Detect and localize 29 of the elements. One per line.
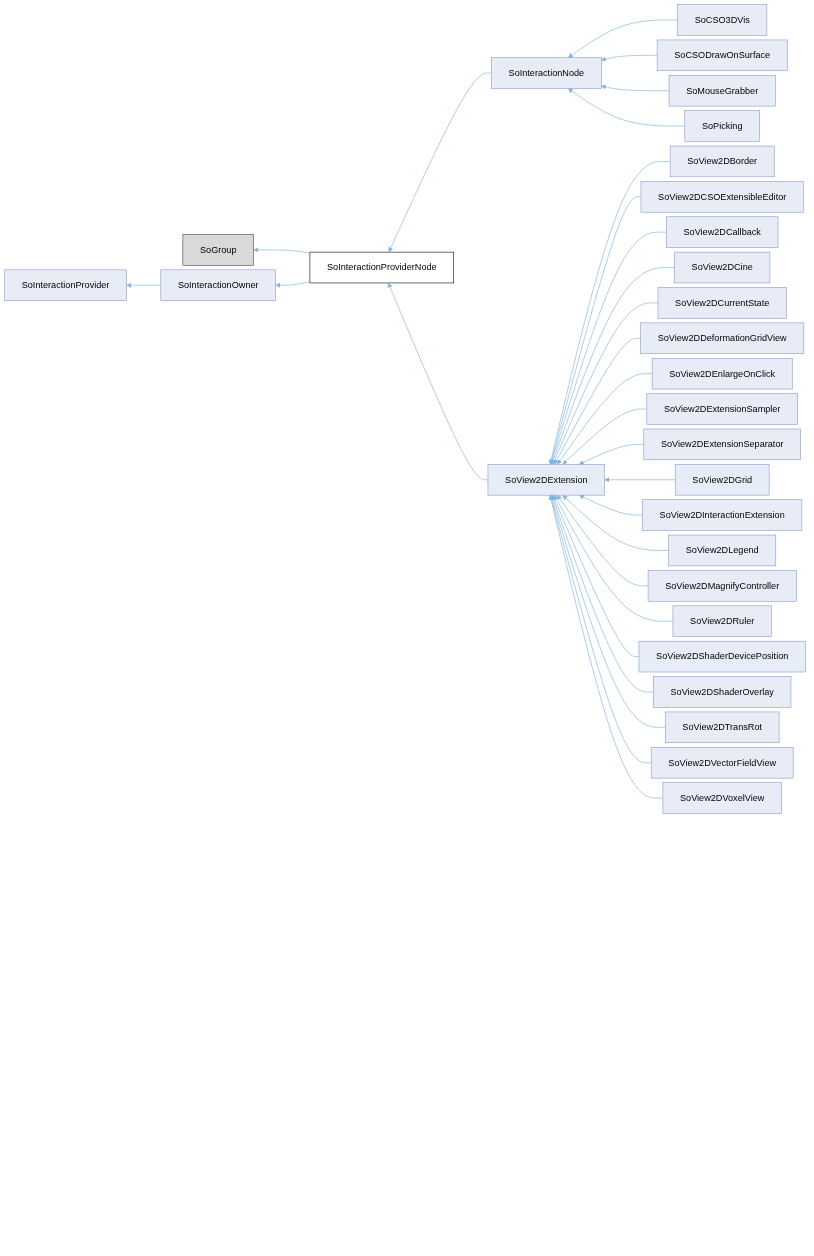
node-box: SoGroup <box>182 234 254 266</box>
node-box: SoView2DMagnifyController <box>647 570 797 602</box>
node-box: SoView2DRuler <box>672 605 772 637</box>
node-box: SoView2DExtensionSeparator <box>643 428 801 461</box>
node-box: SoView2DDeformationGridView <box>640 322 805 354</box>
node-box: SoView2DVectorFieldView <box>650 747 794 779</box>
node-box: SoView2DCSOExtensibleEditor <box>640 181 804 213</box>
node-box: SoCSO3DVis <box>677 4 768 36</box>
node-box: SoView2DEnlargeOnClick <box>651 357 793 390</box>
node-box: SoView2DCallback <box>666 216 779 248</box>
node-box: SoInteractionProviderNode <box>309 251 454 284</box>
node-box: SoPicking <box>684 110 760 142</box>
node-box: SoMouseGrabber <box>668 75 776 107</box>
node-box: SoView2DCine <box>674 251 771 284</box>
node-box: SoView2DLegend <box>668 534 777 567</box>
node-box: SoView2DVoxelView <box>662 782 782 814</box>
node-box: SoInteractionProvider <box>4 269 127 301</box>
node-box: SoView2DCurrentState <box>657 287 787 319</box>
node-box: SoInteractionOwner <box>160 269 276 301</box>
node-box: SoView2DShaderOverlay <box>653 676 792 708</box>
node-box: SoInteractionNode <box>491 57 602 89</box>
node-box: SoCSODrawOnSurface <box>656 39 788 72</box>
node-box: SoView2DExtensionSampler <box>646 393 798 425</box>
node-box: SoView2DTransRot <box>664 711 780 744</box>
node-box: SoView2DInteractionExtension <box>642 499 803 531</box>
node-box: SoView2DBorder <box>669 145 775 178</box>
node-box: SoView2DGrid <box>674 464 770 496</box>
node-box: SoView2DExtension <box>487 464 605 496</box>
node-box: SoView2DShaderDevicePosition <box>638 640 806 673</box>
